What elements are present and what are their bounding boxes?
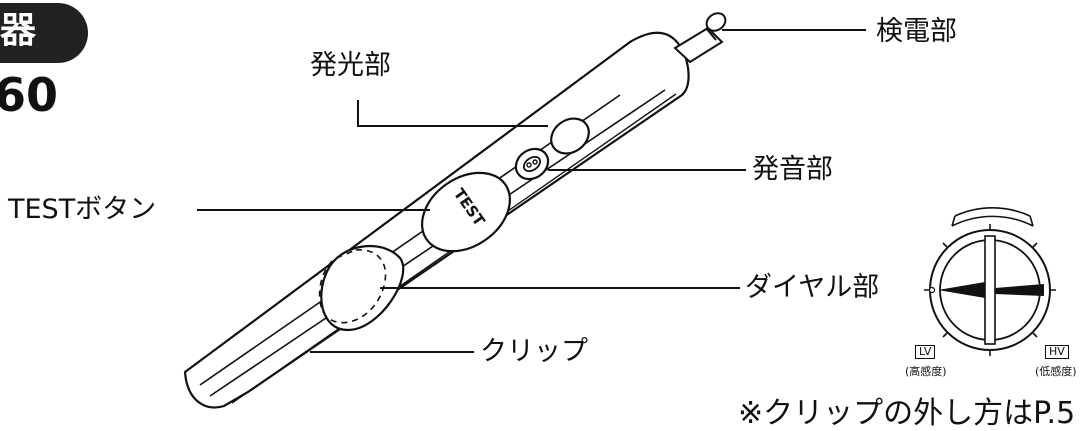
- leader-light: [357, 100, 548, 127]
- probe-tip: [673, 26, 724, 64]
- lv-mode-box: LV: [915, 345, 936, 359]
- sound-hole: [514, 147, 550, 181]
- model-number: 60: [0, 68, 59, 122]
- section-badge: 器: [0, 3, 88, 63]
- hv-mode-caption: (低感度): [1035, 365, 1077, 378]
- dial-inset: [924, 207, 1056, 356]
- label-light: 発光部: [310, 50, 391, 81]
- device-diagram: [183, 12, 1056, 409]
- test-button: [421, 171, 511, 253]
- label-probe: 検電部: [876, 16, 957, 47]
- label-test-button: TESTボタン: [8, 194, 157, 225]
- dial-recess: [320, 245, 405, 332]
- lv-mode-caption: (高感度): [905, 365, 947, 378]
- label-sound: 発音部: [752, 154, 833, 185]
- section-badge-text: 器: [0, 10, 37, 51]
- light-window: [550, 117, 590, 155]
- clip-removal-note: ※クリップの外し方はP.5: [738, 396, 1076, 431]
- label-clip: クリップ: [480, 336, 588, 367]
- label-dial: ダイヤル部: [745, 272, 880, 303]
- hv-mode-box: HV: [1045, 345, 1069, 359]
